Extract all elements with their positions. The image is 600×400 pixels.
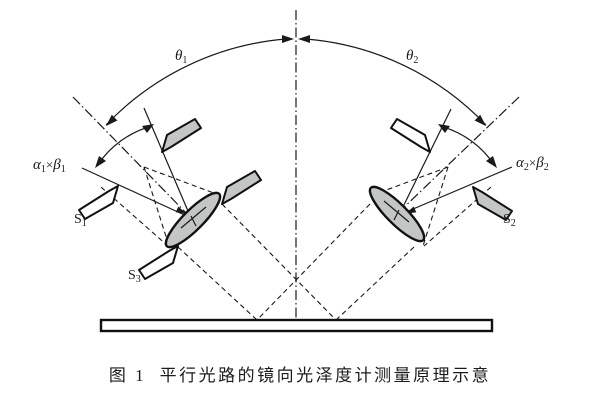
left-upper-marginal-ray-line — [143, 107, 192, 219]
s1-subscript: 1 — [82, 218, 87, 229]
right-lens-center-tick — [393, 209, 400, 221]
theta1-label: θ1 — [175, 48, 187, 66]
theta1-symbol: θ — [175, 48, 183, 64]
theta1-arc-bottom-arrowhead — [106, 114, 118, 126]
beta1-symbol: β — [52, 157, 61, 173]
alpha1-symbol: α — [33, 157, 42, 173]
times-sign: × — [529, 155, 536, 170]
s2-label: S2 — [503, 212, 516, 229]
s3-label: S3 — [128, 268, 141, 285]
s2-subscript: 2 — [511, 218, 516, 229]
alpha1-beta1-label: α1×β1 — [33, 157, 66, 175]
figure-caption: 图 1 平行光路的镜向光泽度计测量原理示意 — [108, 366, 492, 385]
s3-subscript: 3 — [136, 274, 141, 285]
right-focal-ray-lower-line — [422, 166, 449, 247]
alpha1-arc-lower-arrowhead — [95, 156, 106, 168]
theta2-arc-bottom-arrowhead — [474, 114, 486, 126]
s1-source-aperture-flag — [78, 185, 119, 220]
s1-label: S1 — [74, 212, 87, 229]
left-lower-marginal-ray-line — [81, 167, 192, 219]
beta1-subscript: 1 — [61, 164, 66, 175]
right-beam-inner-edge-line — [335, 246, 415, 321]
theta2-arc-top-arrowhead — [298, 35, 310, 43]
alpha1-arc-upper-arrowhead — [142, 124, 154, 133]
left-beam-outer-edge-line — [221, 203, 337, 321]
alpha2-beta2-label: α2×β2 — [516, 155, 549, 173]
left-beam-inner-edge-line — [177, 246, 258, 321]
left-lens — [164, 191, 222, 249]
right-upper-aperture-flag — [390, 118, 431, 153]
beta2-symbol: β — [535, 155, 544, 171]
left-lens-axis-mark — [180, 206, 207, 229]
alpha1-angle-arc — [96, 125, 153, 167]
left-optical-axis-line — [72, 96, 194, 221]
left-source-ray-line — [100, 186, 169, 247]
left-focal-ray-lower-line — [143, 166, 170, 247]
theta2-label: θ2 — [406, 48, 418, 66]
theta2-angle-arc — [305, 38, 487, 126]
alpha2-symbol: α — [516, 155, 525, 171]
left-marginal-ray-arrowhead — [175, 206, 187, 214]
s1-symbol: S — [74, 212, 82, 227]
sample-surface-bar — [99, 318, 494, 333]
left-window-upper-flag — [221, 170, 262, 205]
light-ray-lines — [100, 166, 492, 321]
s3-symbol: S — [128, 268, 136, 283]
s2-receiver-aperture-flag — [472, 186, 513, 221]
theta2-subscript: 2 — [413, 55, 418, 66]
right-lower-marginal-ray-line — [398, 166, 513, 216]
left-upper-aperture-flag — [161, 118, 202, 153]
right-optical-axis-line — [396, 96, 520, 215]
glossmeter-diagram: θ1 θ2 α1×β1 α2×β2 S1 S2 S3 — [33, 10, 549, 333]
theta1-subscript: 1 — [182, 55, 187, 66]
right-lens-axis-mark — [383, 200, 410, 223]
theta1-arc-top-arrowhead — [282, 35, 294, 43]
times-sign: × — [46, 157, 53, 172]
right-receiver-ray-line — [423, 186, 492, 247]
alpha2-arc-lower-arrowhead — [486, 156, 497, 168]
left-focal-ray-upper-line — [143, 166, 220, 196]
alpha2-subscript: 2 — [524, 162, 529, 173]
alpha1-subscript: 1 — [41, 164, 46, 175]
s3-window-flag — [138, 245, 179, 280]
right-focal-ray-upper-line — [372, 166, 449, 196]
right-upper-marginal-ray-line — [398, 108, 452, 216]
beta2-subscript: 2 — [544, 162, 549, 173]
right-beam-outer-edge-line — [256, 203, 371, 321]
theta1-angle-arc — [105, 38, 287, 126]
alpha2-arc-upper-arrowhead — [438, 124, 450, 133]
right-lens — [368, 185, 426, 243]
theta2-symbol: θ — [406, 48, 414, 64]
left-lens-center-tick — [190, 215, 197, 227]
s2-symbol: S — [503, 212, 511, 227]
